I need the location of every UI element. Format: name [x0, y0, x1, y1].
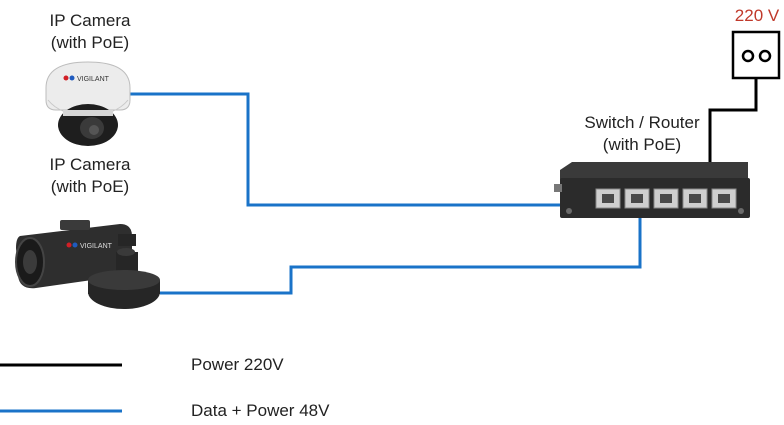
- switch-label-line2: (with PoE): [602, 135, 682, 154]
- dome-camera-label-line2: (with PoE): [50, 33, 130, 52]
- bullet-camera: VIGILANT: [15, 220, 160, 309]
- bullet-camera-label-line2: (with PoE): [50, 177, 130, 196]
- dome-camera-label-line1: IP Camera: [49, 11, 131, 30]
- switch-label-line1: Switch / Router: [584, 113, 700, 132]
- data-line-dome-camera: [128, 92, 605, 207]
- switch-ports: [595, 188, 737, 209]
- outlet-voltage-label: 220 V: [734, 6, 780, 25]
- dome-camera-label: IP Camera (with PoE): [38, 10, 142, 54]
- bullet-camera-label-line1: IP Camera: [49, 155, 131, 174]
- bullet-camera-label: IP Camera (with PoE): [38, 154, 142, 198]
- switch-label: Switch / Router (with PoE): [572, 112, 712, 156]
- data-line-bullet-camera: [160, 205, 642, 295]
- legend-label-data: Data + Power 48V: [191, 401, 330, 420]
- switch-router: [554, 162, 750, 218]
- dome-brand-text: VIGILANT: [77, 76, 110, 83]
- power-outlet: [731, 30, 781, 80]
- dome-camera: VIGILANT: [45, 61, 131, 146]
- bullet-brand-text: VIGILANT: [80, 243, 113, 250]
- power-line-outlet: [708, 78, 758, 162]
- legend-label-power: Power 220V: [191, 355, 284, 374]
